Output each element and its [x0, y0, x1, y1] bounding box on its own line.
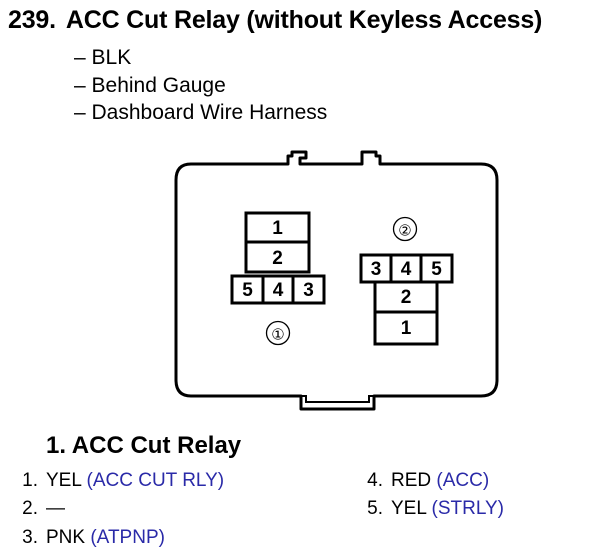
wire-color: PNK [46, 527, 86, 548]
title-text: ACC Cut Relay (without Keyless Access) [65, 6, 543, 34]
wire-color: YEL [46, 470, 82, 491]
pin-row-4: 4. RED (ACC) [355, 470, 489, 492]
pin-row-5: 5. YEL (STRLY) [355, 498, 504, 520]
cavity-1 [373, 310, 439, 346]
cavity-label: 5 [242, 280, 253, 301]
cavity-label: 1 [401, 318, 412, 339]
relay-housing-outline [174, 150, 499, 411]
pin-number: 3. [22, 527, 38, 548]
pin-number: 1. [22, 470, 38, 491]
connector-number: ① [271, 327, 284, 344]
wire-color: RED [391, 470, 432, 491]
cavity-2 [373, 280, 439, 314]
cavity-label: 2 [401, 287, 412, 308]
wire-name: (ACC CUT RLY) [86, 470, 225, 491]
cavity-label: 4 [401, 259, 412, 280]
cavity-label: 1 [272, 218, 283, 239]
cavity-label: 2 [272, 248, 283, 269]
cavity-row-outline [359, 253, 454, 284]
pin-row-2: 2. — [10, 498, 65, 520]
bottom-key-notch [301, 395, 374, 403]
cavity-2 [244, 240, 311, 274]
connector-number-circle [265, 320, 291, 346]
note-harness: – Dashboard Wire Harness [74, 101, 328, 124]
wire-name: (ACC) [436, 470, 490, 491]
page-title: 239. ACC Cut Relay (without Keyless Acces… [8, 6, 542, 35]
connector-2: ② 3 4 5 2 1 [359, 216, 454, 346]
note-location: – Behind Gauge [74, 73, 226, 97]
pin-number: 5. [367, 498, 383, 519]
cavity-label: 3 [303, 280, 314, 301]
connector-number: ② [398, 223, 411, 240]
connector-number-circle [392, 216, 418, 242]
note-color: – BLK [74, 46, 132, 69]
title-number: 239. [8, 6, 56, 34]
wire-name: (STRLY) [431, 498, 504, 519]
cavity-label: 4 [273, 280, 284, 301]
cavity-label: 5 [431, 259, 442, 280]
pin-row-1: 1. YEL (ACC CUT RLY) [10, 470, 224, 492]
section-heading: 1. ACC Cut Relay [46, 432, 242, 459]
pin-number: 2. [22, 498, 38, 519]
wire-color: — [46, 498, 65, 519]
cavity-row-outline [230, 274, 326, 305]
wire-name: (ATPNP) [90, 527, 165, 548]
wire-color: YEL [391, 498, 427, 519]
connector-1: 1 2 5 4 3 ① [230, 211, 326, 346]
pin-number: 4. [367, 470, 383, 491]
relay-connector-diagram: 1 2 5 4 3 ① ② 3 4 5 2 1 [174, 150, 499, 411]
cavity-label: 3 [371, 259, 382, 280]
connector-notes: – BLK – Behind Gauge – Dashboard Wire Ha… [74, 44, 327, 127]
pin-row-3: 3. PNK (ATPNP) [10, 527, 165, 549]
